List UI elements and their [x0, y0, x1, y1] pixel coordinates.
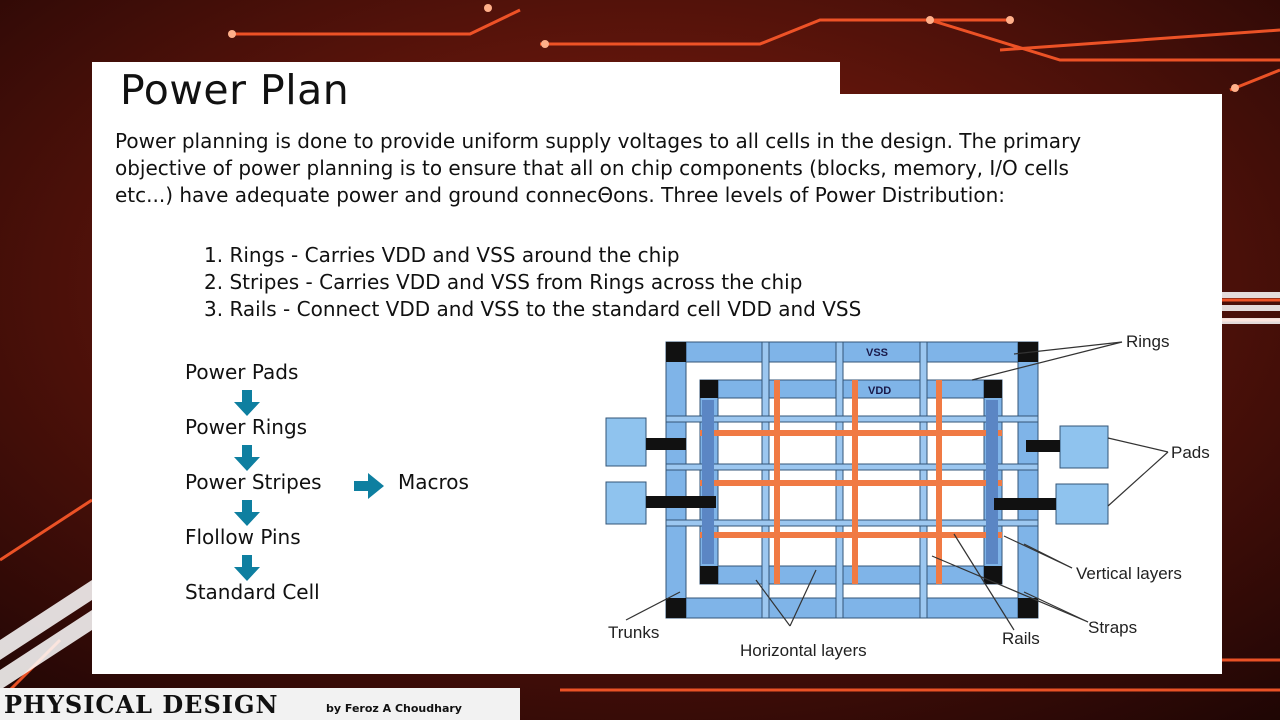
down-arrow-icon: [234, 500, 260, 526]
horizontal-layers-label: Horizontal layers: [740, 641, 867, 660]
corner-blocks: [666, 342, 1038, 618]
trunks-label: Trunks: [608, 623, 659, 642]
rings-label: Rings: [1126, 332, 1169, 351]
flow-branch-macros: Macros: [398, 470, 469, 494]
flow-step-follow-pins: Flollow Pins: [185, 525, 301, 549]
straps-label: Straps: [1088, 618, 1137, 637]
vdd-label: VDD: [868, 385, 891, 397]
slide-title: Power Plan: [120, 66, 350, 114]
rails-label: Rails: [1002, 629, 1040, 648]
flow-step-power-stripes: Power Stripes: [185, 470, 322, 494]
footer-byline: by Feroz A Choudhary: [326, 702, 462, 715]
footer-brand: PHYSICAL DESIGN: [4, 690, 279, 719]
right-arrow-icon: [354, 473, 384, 499]
pads: [605, 417, 1109, 525]
level-item-stripes: 2. Stripes - Carries VDD and VSS from Ri…: [204, 270, 803, 294]
footer-band: [0, 688, 520, 720]
vertical-layers-label: Vertical layers: [1076, 564, 1182, 583]
intro-paragraph: Power planning is done to provide unifor…: [115, 129, 1082, 207]
power-grid-diagram: VSS VDD Rings Pads Vertical layers Strap…: [594, 330, 1222, 674]
pads-label: Pads: [1171, 443, 1210, 462]
level-item-rings: 1. Rings - Carries VDD and VSS around th…: [204, 243, 680, 267]
level-item-rails: 3. Rails - Connect VDD and VSS to the st…: [204, 297, 862, 321]
down-arrow-icon: [234, 445, 260, 471]
power-distribution-levels: 1. Rings - Carries VDD and VSS around th…: [204, 242, 861, 323]
vss-label: VSS: [866, 347, 888, 359]
down-arrow-icon: [234, 390, 260, 416]
down-arrow-icon: [234, 555, 260, 581]
flow-step-power-rings: Power Rings: [185, 415, 308, 439]
rails: [700, 380, 1002, 584]
flow-step-power-pads: Power Pads: [185, 360, 299, 384]
flow-step-standard-cell: Standard Cell: [185, 580, 320, 604]
